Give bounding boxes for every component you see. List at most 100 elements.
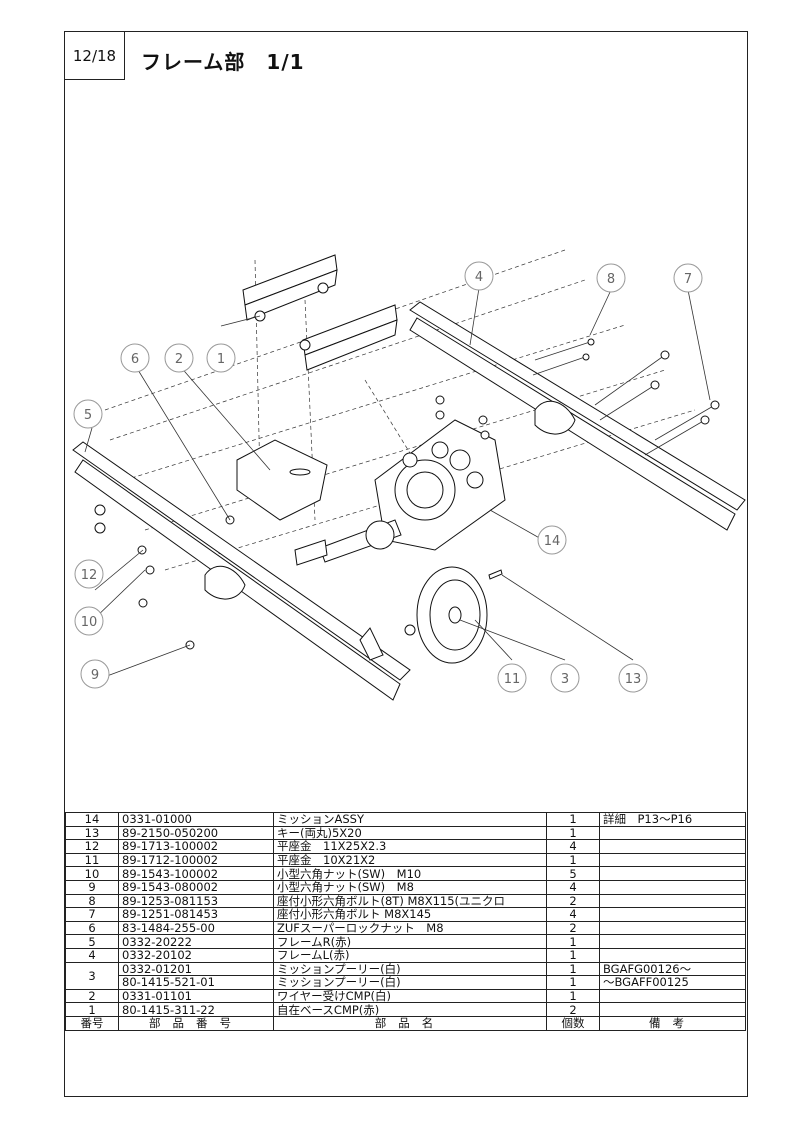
callout-10: 10 (74, 606, 104, 636)
part-name: フレームR(赤) (273, 934, 547, 949)
part-name: ミッションプーリー(白) (273, 975, 547, 990)
part-number: 9 (65, 879, 119, 895)
svg-text:13: 13 (625, 672, 642, 687)
part-note: 詳細 P13～P16 (599, 812, 746, 827)
header-note: 備考 (599, 1015, 746, 1031)
callout-8: 8 (596, 263, 626, 293)
part-code: 89-1713-100002 (118, 839, 274, 854)
part-qty: 2 (546, 920, 600, 936)
part-number: 7 (65, 907, 119, 922)
table-header-row: 番号 部品番号 部品名 個数 備考 (65, 1015, 746, 1031)
svg-text:12: 12 (81, 568, 98, 583)
parts-header: 番号 部品番号 部品名 個数 備考 (65, 1015, 746, 1031)
svg-text:8: 8 (607, 272, 615, 287)
header-code: 部品番号 (118, 1015, 274, 1031)
part-code: 89-1251-081453 (118, 907, 274, 922)
part-note (599, 839, 746, 854)
part-name: 平座金 10X21X2 (273, 852, 547, 868)
part-qty: 4 (546, 879, 600, 895)
part-number: 6 (65, 920, 119, 936)
part-number: 14 (65, 812, 119, 827)
part-name: ワイヤー受けCMP(白) (273, 988, 547, 1004)
leader-lines (84, 287, 711, 677)
part-number: 11 (65, 852, 119, 868)
part-note (599, 907, 746, 922)
parts-row-3: 3 0332-01201 ミッションプーリー(白) 1 BGAFG00126～ … (65, 961, 746, 990)
part-code: 80-1415-311-22 (118, 1002, 274, 1017)
part-qty: 1 (546, 947, 600, 963)
part-code: 89-1543-100002 (118, 866, 274, 881)
table-row: 80-1415-521-01 ミッションプーリー(白) 1 ～BGAFF0012… (66, 975, 746, 990)
part-name: 座付小形六角ボルト(8T) M8X115(ユニクロ (273, 893, 547, 909)
part-number: 5 (65, 934, 119, 949)
part-note (599, 1002, 746, 1017)
part-name: 小型六角ナット(SW) M10 (273, 866, 547, 881)
svg-text:4: 4 (475, 270, 483, 285)
table-row: 3 0332-01201 ミッションプーリー(白) 1 BGAFG00126～ (65, 961, 746, 990)
part-qty: 5 (546, 866, 600, 881)
part-name: ミッションASSY (273, 812, 547, 827)
callout-12: 12 (74, 559, 104, 589)
part-number: 8 (65, 893, 119, 909)
part-qty: 4 (546, 907, 600, 922)
svg-text:2: 2 (175, 352, 183, 367)
part-name: ZUFスーパーロックナット M8 (273, 920, 547, 936)
callout-4: 4 (464, 261, 494, 291)
part-number: 10 (65, 866, 119, 881)
part-note (599, 920, 746, 936)
header-qty: 個数 (546, 1015, 600, 1031)
nuts-washers (94, 395, 490, 650)
part-number: 3 (65, 961, 119, 990)
header-number: 番号 (65, 1015, 119, 1031)
part-code: 83-1484-255-00 (118, 920, 274, 936)
part-number: 12 (65, 839, 119, 854)
part-name: 座付小形六角ボルト M8X145 (273, 907, 547, 922)
part-qty: 2 (546, 1002, 600, 1017)
part-code: 0331-01101 (118, 988, 274, 1004)
svg-text:3: 3 (561, 672, 569, 687)
part-number: 4 (65, 947, 119, 963)
part-code: 80-1415-521-01 (118, 975, 274, 990)
frame-l (409, 301, 746, 531)
part-note (599, 852, 746, 868)
part-note (599, 825, 746, 841)
bolts (532, 338, 720, 456)
part-qty: 2 (546, 893, 600, 909)
part-name: キー(両丸)5X20 (273, 825, 547, 841)
callouts: 1 2 3 4 5 6 7 8 9 10 11 12 13 14 (73, 261, 703, 693)
pulley (404, 566, 488, 664)
base-top-1 (242, 254, 338, 322)
part-code: 0332-20222 (118, 934, 274, 949)
part-name: ミッションプーリー(白) (273, 961, 547, 977)
part-note: BGAFG00126～ (599, 961, 746, 977)
part-note: ～BGAFF00125 (599, 975, 746, 990)
svg-text:14: 14 (544, 534, 561, 549)
part-qty: 1 (546, 961, 600, 977)
transmission-assy (294, 419, 506, 566)
part-qty: 4 (546, 839, 600, 854)
key (488, 569, 503, 580)
svg-text:9: 9 (91, 668, 99, 683)
svg-text:6: 6 (131, 352, 139, 367)
part-name: フレームL(赤) (273, 947, 547, 963)
svg-text:1: 1 (217, 352, 225, 367)
part-number: 1 (65, 1002, 119, 1017)
wire-bracket (236, 439, 328, 521)
callout-6: 6 (120, 343, 150, 373)
part-note (599, 879, 746, 895)
header-name: 部品名 (273, 1015, 547, 1031)
callout-2: 2 (164, 343, 194, 373)
page-number: 12/18 (65, 32, 125, 80)
callout-1: 1 (206, 343, 236, 373)
